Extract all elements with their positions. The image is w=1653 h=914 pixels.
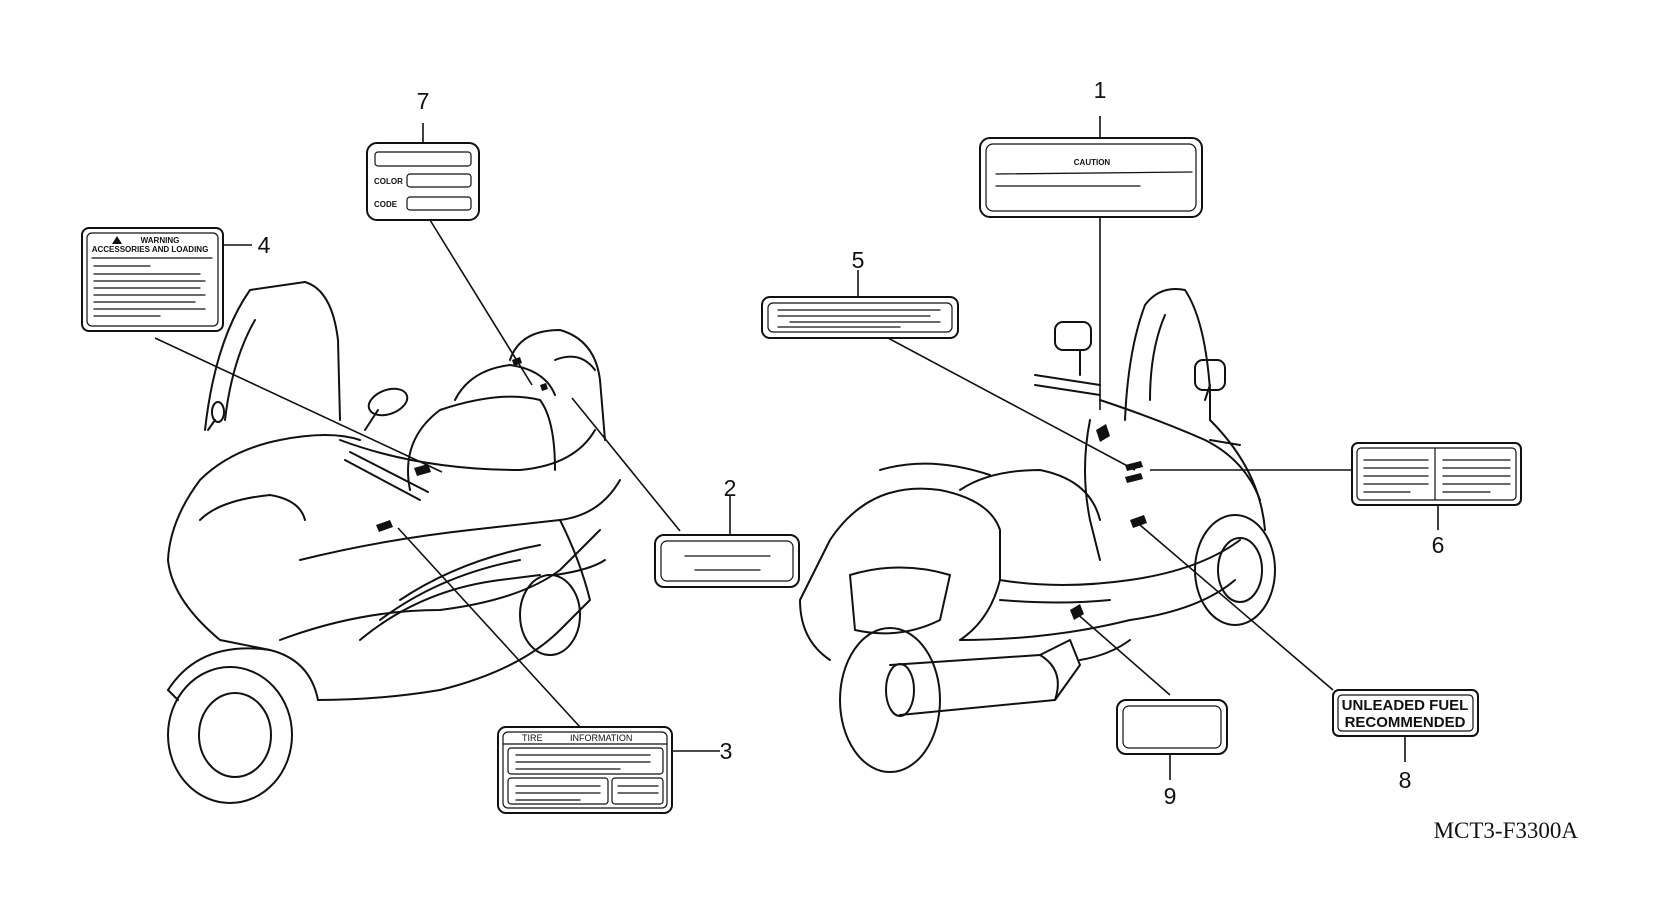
label-6[interactable] bbox=[1351, 442, 1522, 506]
tire-text-a: TIRE bbox=[522, 733, 543, 743]
scooter-left-illustration bbox=[167, 281, 621, 804]
callout-5: 5 bbox=[852, 247, 865, 273]
callout-7: 7 bbox=[417, 88, 430, 114]
callout-numbers: 1 2 3 4 5 6 7 8 9 bbox=[258, 77, 1445, 809]
warning-text-1: WARNING bbox=[141, 236, 180, 245]
label-unleaded-fuel[interactable]: UNLEADED FUEL RECOMMENDED bbox=[1332, 689, 1479, 737]
leader-lines bbox=[154, 116, 1439, 780]
warning-text-2: ACCESSORIES AND LOADING bbox=[92, 245, 209, 254]
label-warning-accessories[interactable]: WARNING ACCESSORIES AND LOADING bbox=[81, 227, 224, 332]
scooter-right-illustration bbox=[799, 288, 1276, 773]
callout-1: 1 bbox=[1094, 77, 1107, 103]
label-color-code[interactable]: COLOR CODE bbox=[366, 142, 480, 221]
callout-8: 8 bbox=[1399, 767, 1412, 793]
fuel-text-1: UNLEADED FUEL bbox=[1342, 697, 1469, 714]
tire-text-b: INFORMATION bbox=[570, 733, 632, 743]
diagram-code: MCT3-F3300A bbox=[1434, 818, 1579, 843]
label-5[interactable] bbox=[761, 296, 959, 339]
label-tire-information[interactable]: TIRE INFORMATION bbox=[497, 726, 673, 814]
caution-text: CAUTION bbox=[1074, 158, 1111, 167]
callout-4: 4 bbox=[258, 232, 271, 258]
label-caution[interactable]: CAUTION bbox=[979, 137, 1203, 218]
label-2[interactable] bbox=[654, 534, 800, 588]
code-text: CODE bbox=[374, 200, 398, 209]
callout-3: 3 bbox=[720, 738, 733, 764]
label-9[interactable] bbox=[1116, 699, 1228, 755]
color-text: COLOR bbox=[374, 177, 403, 186]
callout-2: 2 bbox=[724, 475, 737, 501]
fuel-text-2: RECOMMENDED bbox=[1345, 714, 1466, 731]
callout-9: 9 bbox=[1164, 783, 1177, 809]
callout-6: 6 bbox=[1432, 532, 1445, 558]
